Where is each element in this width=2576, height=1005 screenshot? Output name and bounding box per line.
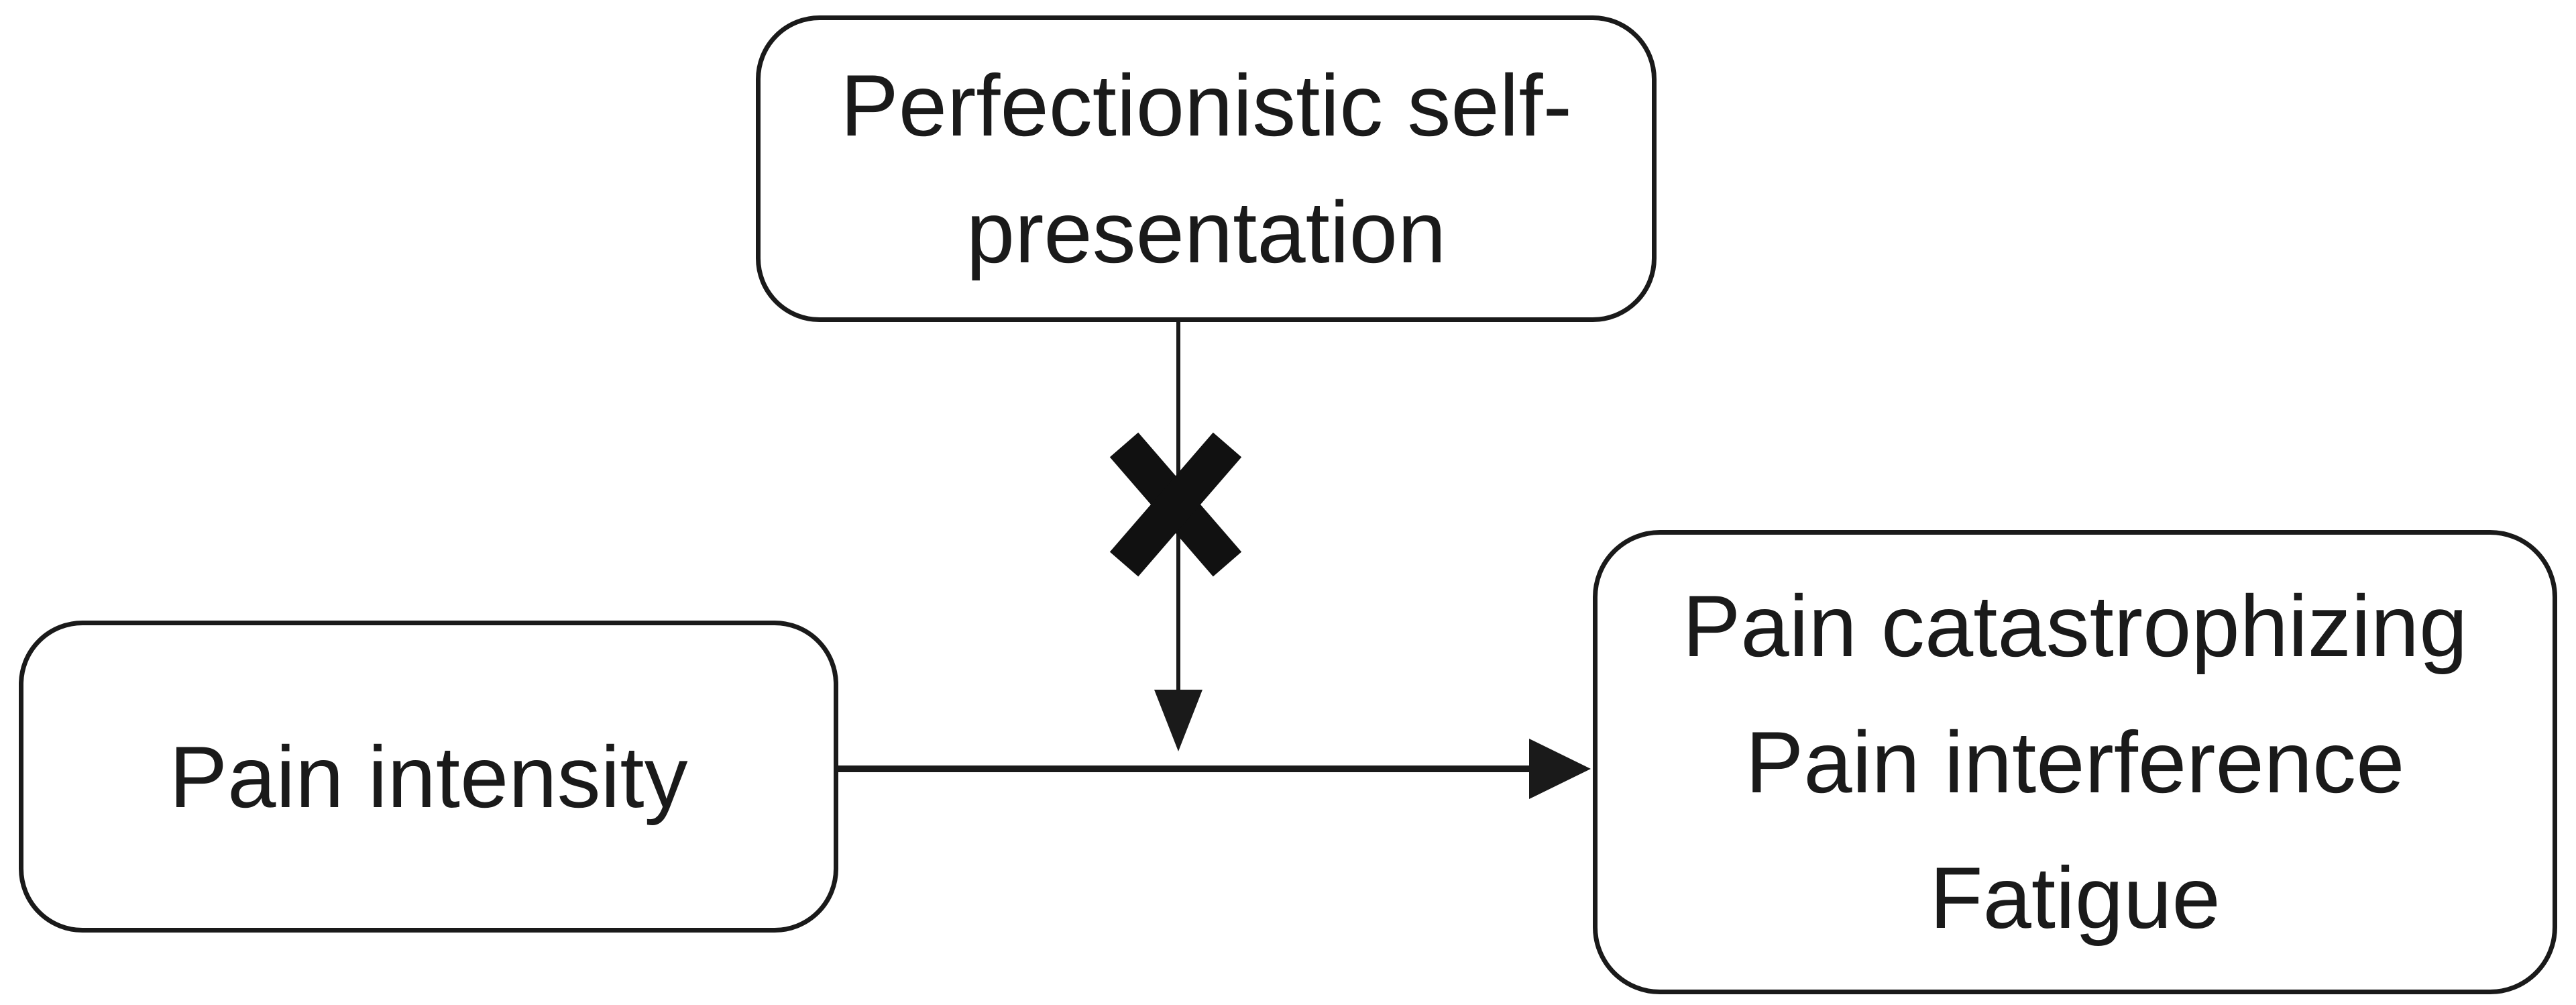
main-effect-arrow [838,739,1591,799]
outcome-label-pain-catastrophizing: Pain catastrophizing [1682,576,2468,675]
outcome-label-pain-interference: Pain interference [1745,712,2405,811]
moderator-label: Perfectionistic self-presentation [840,56,1572,281]
predictor-node: Pain intensity [19,621,838,933]
outcomes-node: Pain catastrophizing Pain interference F… [1593,530,2557,994]
outcome-label-fatigue: Fatigue [1929,849,2221,947]
moderator-node: Perfectionistic self-presentation [756,15,1657,322]
arrowhead-down-icon [1154,690,1202,751]
moderation-x-icon [1109,432,1242,577]
arrowhead-right-icon [1529,739,1591,799]
predictor-label: Pain intensity [169,727,688,826]
